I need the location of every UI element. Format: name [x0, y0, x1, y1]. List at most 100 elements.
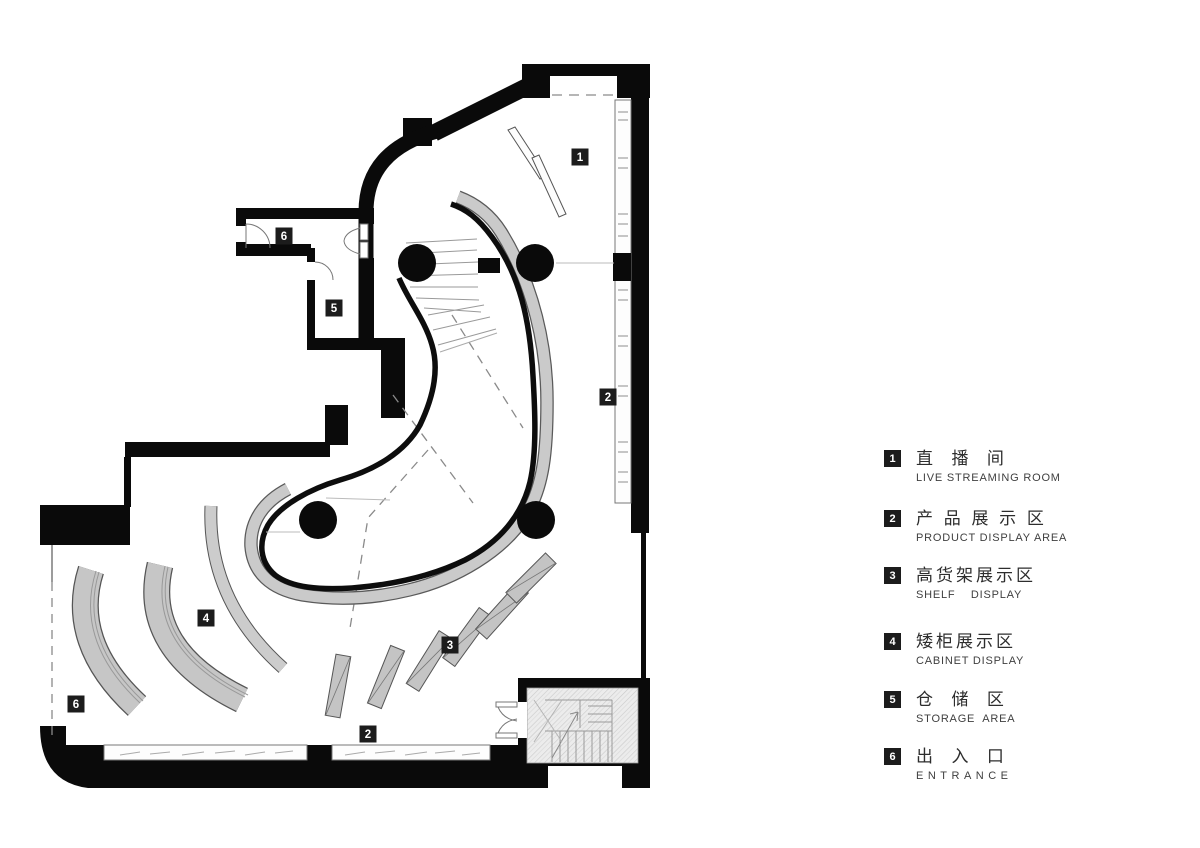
legend-chip-1: 1: [884, 450, 901, 467]
display-strip-bottom-right: [331, 744, 491, 761]
curved-shelf-1-stripe-a: [90, 570, 141, 704]
marker-2-bottom: 2: [359, 725, 377, 743]
storage-interior-hatch: [526, 687, 639, 764]
marker-6-top-label: 6: [281, 231, 287, 243]
legend-cn-5: 仓 储 区: [916, 690, 1007, 709]
curved-shelf-2-stripe-a: [161, 565, 246, 698]
glass-panel-object: [507, 126, 567, 218]
stair-head-wall: [478, 258, 500, 273]
dashed-sightline-1: [451, 314, 524, 429]
display-strip-pier: [613, 253, 631, 281]
dashed-sightline-2: [392, 394, 474, 504]
legend-en-1: LIVE STREAMING ROOM: [916, 472, 1061, 484]
legend-item-entrance: 6 出 入 口 ENTRANCE: [884, 748, 1013, 782]
wall-left-curved: [358, 123, 440, 342]
legend-cn-1: 直 播 间: [916, 449, 1007, 468]
door-arc-room5: [314, 261, 334, 281]
door-leaf-double-bottom: [359, 241, 369, 259]
marker-6-top: 6: [275, 227, 293, 245]
wall-diagonal: [430, 77, 534, 141]
legend-chip-4: 4: [884, 633, 901, 650]
marker-4-label: 4: [203, 613, 210, 625]
legend-chip-6: 6: [884, 748, 901, 765]
legend-cn-6: 出 入 口: [916, 747, 1007, 766]
wall-room5-left-top: [307, 248, 315, 262]
legend-en-4: CABINET DISPLAY: [916, 655, 1025, 667]
top-window-recess: [550, 76, 617, 98]
marker-6-bottom-label: 6: [73, 699, 79, 711]
marker-3: 3: [441, 636, 459, 654]
wall-slab: [381, 338, 405, 418]
legend-en-2: PRODUCT DISPLAY AREA: [916, 532, 1068, 544]
legend-en-5: STORAGE AREA: [916, 713, 1016, 725]
wall-corridor-top: [236, 208, 364, 219]
shelf-tick-marks-bottom: [119, 750, 481, 756]
curved-shelf-1: [73, 566, 146, 715]
wall-right-thin: [641, 533, 646, 680]
storage-door-gap: [516, 702, 527, 738]
curved-shelf-2-stripe-b: [164, 566, 249, 696]
door-leaf-storage-top: [495, 701, 518, 708]
legend-item-storage-area: 5 仓 储 区 STORAGE AREA: [884, 691, 1015, 725]
marker-6-bottom: 6: [67, 695, 85, 713]
door-arc-corridor: [245, 223, 271, 249]
marker-2-right-label: 2: [605, 392, 611, 404]
columns: [299, 244, 555, 539]
product-display-strips: [103, 99, 632, 761]
marker-1-label: 1: [577, 152, 584, 164]
legend-item-cabinet-display: 4 矮柜展示区 CABINET DISPLAY: [884, 633, 1024, 667]
curved-shelf-2: [144, 562, 248, 711]
door-leaf-storage-bottom: [495, 732, 518, 739]
marker-3-label: 3: [447, 640, 453, 652]
wall-room5-left: [307, 280, 315, 345]
display-strip-right: [614, 99, 632, 504]
dashed-sightline-3: [349, 449, 429, 629]
legend-cn-3: 高货架展示区: [916, 566, 1036, 585]
column-3: [299, 501, 337, 539]
wall-bottom-left-corner: [40, 726, 104, 788]
column-2: [516, 244, 554, 282]
spiral-wall: [259, 201, 538, 592]
wall-right: [631, 64, 649, 533]
legend-cn-2: 产 品 展 示 区: [916, 509, 1047, 528]
wall-left-band: [125, 442, 330, 457]
legend-item-shelf-display: 3 高货架展示区 SHELF DISPLAY: [884, 567, 1036, 601]
marker-1: 1: [571, 148, 589, 166]
doors: [245, 223, 518, 739]
door-leaf-double-top: [359, 223, 369, 241]
curved-shelf-1-stripe-b: [93, 571, 144, 702]
column-4: [517, 501, 555, 539]
legend-item-live-streaming-room: 1 直 播 间 LIVE STREAMING ROOM: [884, 450, 1061, 484]
storage-bottom-notch: [548, 766, 622, 788]
wall-left-vert: [124, 457, 131, 507]
legend-en-3: SHELF DISPLAY: [916, 589, 1023, 601]
room-markers: 1 6 5 2 4 3 2 6: [67, 148, 617, 743]
legend-chip-2: 2: [884, 510, 901, 527]
marker-2-bottom-label: 2: [365, 729, 371, 741]
curved-band: [245, 191, 553, 604]
wall-corridor-left-stub-top: [236, 208, 246, 226]
marker-5: 5: [325, 299, 343, 317]
marker-4: 4: [197, 609, 215, 627]
marker-2-right: 2: [599, 388, 617, 406]
legend-en-6: ENTRANCE: [916, 770, 1013, 782]
thin-reference-lines: [266, 262, 614, 533]
door-arcs-double: [343, 227, 361, 255]
legend-item-product-display-area: 2 产 品 展 示 区 PRODUCT DISPLAY AREA: [884, 510, 1067, 544]
curved-shelf-3: [205, 505, 287, 673]
live-room-enclosure: [244, 190, 554, 605]
shelf-tick-marks-right: [618, 111, 628, 483]
legend-chip-5: 5: [884, 691, 901, 708]
legend-cn-4: 矮柜展示区: [916, 632, 1016, 651]
column-1: [398, 244, 436, 282]
stair-treads: [403, 238, 498, 353]
entrance-stair-sketch: [533, 699, 613, 762]
legend-chip-3: 3: [884, 567, 901, 584]
marker-5-label: 5: [331, 303, 338, 315]
door-arcs-storage: [497, 706, 518, 734]
dashed-lines: [51, 314, 524, 737]
wall-step-mid: [325, 405, 348, 445]
wall-corridor-bottom: [236, 244, 311, 256]
